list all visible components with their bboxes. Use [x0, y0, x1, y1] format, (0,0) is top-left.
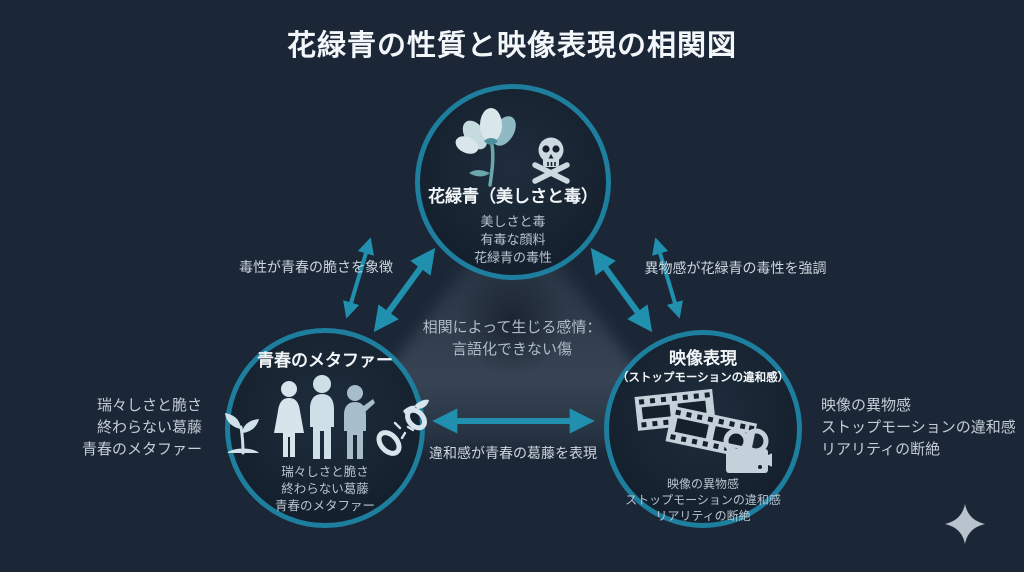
- left-node-icons: [221, 373, 429, 461]
- top-node-item: 花緑青の毒性: [473, 250, 552, 265]
- people-icon: [274, 375, 375, 459]
- top-node-item: 美しさと毒: [480, 214, 546, 229]
- right-node-item: 映像の異物感: [666, 477, 739, 491]
- right-node-item: ストップモーションの違和感: [625, 493, 781, 507]
- edge-label-discomfort: 違和感が青春の葛藤を表現: [429, 445, 597, 461]
- edge-label-toxicity: 毒性が青春の脆さを象徴: [239, 259, 393, 275]
- page-title: 花緑青の性質と映像表現の相関図: [286, 30, 737, 62]
- top-node-title: 花緑青（美しさと毒）: [428, 187, 598, 206]
- top-node-icons: [451, 101, 575, 187]
- side-note-left-line: 青春のメタファー: [81, 441, 202, 458]
- film-strips-icon: [634, 389, 772, 473]
- top-node-item: 有毒な顔料: [480, 232, 546, 247]
- node-eizo-hyogen: 映像表現 （ストップモーションの違和感）: [604, 330, 802, 528]
- arrow-top-right-inner: [590, 247, 653, 333]
- center-note: 相関によって生じる感情： 言語化できない傷: [387, 317, 637, 361]
- center-note-line1: 相関によって生じる感情：: [422, 319, 602, 336]
- side-note-right-line: ストップモーションの違和感: [821, 419, 1016, 436]
- movie-camera-icon: [723, 428, 772, 473]
- left-node-item: 瑞々しさと脆さ: [281, 465, 369, 479]
- center-note-line2: 言語化できない傷: [451, 341, 572, 358]
- sparkle-icon: [945, 504, 985, 544]
- skull-icon: [532, 137, 570, 184]
- arrow-top-left-outer: [343, 237, 374, 319]
- side-note-left-line: 終わらない葛藤: [96, 419, 202, 436]
- side-note-left-line: 瑞々しさと脆さ: [96, 397, 202, 414]
- node-karamidori: 花緑青（美しさと毒） 美しさと毒 有毒な顔料 花緑青の毒性: [415, 84, 611, 280]
- arrow-top-left-inner: [373, 247, 436, 333]
- edge-label-foreignness: 異物感が花緑青の毒性を強調: [644, 260, 827, 276]
- side-note-right-line: リアリティの断絶: [821, 441, 941, 458]
- right-node-subtitle: （ストップモーションの違和感）: [616, 372, 790, 384]
- flower-icon: [455, 108, 516, 187]
- right-node-items: 映像の異物感 ストップモーションの違和感 リアリティの断絶: [625, 476, 781, 524]
- right-node-item: リアリティの断絶: [655, 509, 751, 523]
- arrow-top-right-outer: [652, 237, 683, 319]
- right-node-title: 映像表現: [669, 349, 737, 368]
- side-note-right-line: 映像の異物感: [821, 397, 912, 414]
- side-note-right: 映像の異物感 ストップモーションの違和感 リアリティの断絶: [821, 395, 1021, 461]
- left-node-title: 青春のメタファー: [257, 351, 393, 370]
- left-node-item: 青春のメタファー: [274, 499, 375, 513]
- side-note-left: 瑞々しさと脆さ 終わらない葛藤 青春のメタファー: [40, 395, 202, 461]
- left-node-items: 瑞々しさと脆さ 終わらない葛藤 青春のメタファー: [275, 464, 375, 515]
- broken-chain-icon: [376, 399, 429, 456]
- right-node-icons: [634, 389, 772, 473]
- sprout-icon: [225, 413, 259, 455]
- left-node-item: 終わらない葛藤: [281, 482, 369, 496]
- node-seishun-metaphor: 青春のメタファー: [225, 328, 429, 528]
- top-node-items: 美しさと毒 有毒な顔料 花緑青の毒性: [474, 213, 552, 267]
